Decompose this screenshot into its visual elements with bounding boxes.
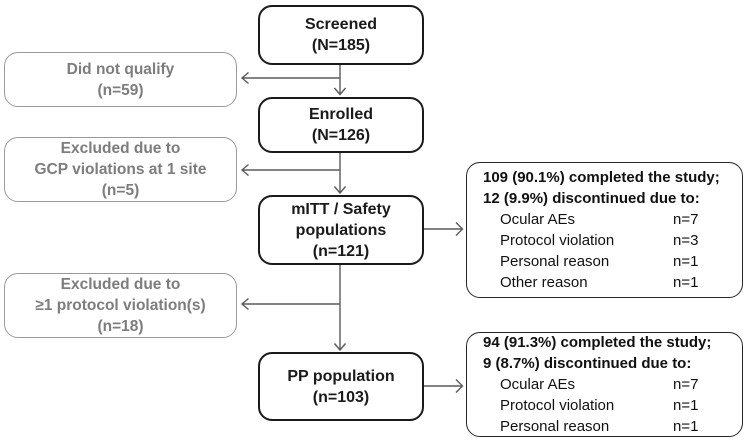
outcome-row: Protocol violation n=3: [483, 230, 742, 251]
outcome-row: Other reason n=1: [483, 272, 742, 293]
box-line: (n=103): [312, 388, 370, 406]
outcome-row-value: n=3: [673, 232, 699, 249]
box-line: (n=59): [97, 81, 144, 99]
outcome-row-value: n=1: [673, 253, 699, 270]
outcome-box-pp: 94 (91.3%) completed the study; 9 (8.7%)…: [466, 332, 743, 437]
outcome-row-value: n=1: [673, 418, 699, 435]
flow-box-mitt-safety: mITT / Safety populations (n=121): [258, 195, 424, 265]
box-line: (N=185): [311, 37, 371, 54]
box-line: (n=121): [312, 242, 370, 260]
arrow-to-did-not-qualify-head: [240, 71, 249, 85]
box-line: (n=5): [101, 182, 140, 199]
arrow-mitt-to-pp-head: [333, 343, 347, 352]
outcome-row: Ocular AEs n=7: [483, 209, 742, 230]
box-line: Did not qualify: [66, 60, 175, 78]
arrow-to-protocol-exclusion-head: [240, 297, 249, 311]
box-line: GCP violations at 1 site: [34, 161, 207, 178]
arrow-screened-to-enrolled-head: [333, 87, 347, 96]
box-line: Excluded due to: [60, 140, 181, 157]
outcome-row: Protocol violation n=1: [483, 395, 742, 416]
outcome-headline: 109 (90.1%) completed the study;: [483, 169, 720, 186]
exclusion-box-did-not-qualify: Did not qualify (n=59): [4, 52, 237, 107]
box-line: Enrolled: [308, 106, 373, 123]
outcome-row-label: Ocular AEs: [500, 376, 576, 393]
outcome-headline: 9 (8.7%) discontinued due to:: [483, 355, 692, 372]
outcome-row: Personal reason n=1: [483, 251, 742, 272]
exclusion-box-protocol-violations: Excluded due to ≥1 protocol violation(s)…: [4, 273, 237, 338]
arrow-pp-to-outcome-head: [455, 379, 464, 393]
outcome-row-label: Protocol violation: [500, 232, 615, 249]
outcome-row-value: n=7: [673, 376, 699, 393]
box-line: mITT / Safety: [291, 200, 391, 218]
flow-box-screened: Screened (N=185): [258, 5, 424, 65]
box-line: (N=126): [311, 127, 371, 144]
outcome-row-value: n=1: [673, 397, 699, 414]
outcome-row: Personal reason n=1: [483, 416, 742, 437]
box-line: ≥1 protocol violation(s): [35, 297, 206, 314]
arrow-mitt-to-outcome-head: [455, 222, 464, 236]
box-line: populations: [295, 221, 387, 239]
arrow-to-gcp-exclusion-head: [240, 163, 249, 177]
outcome-row-label: Personal reason: [500, 418, 610, 435]
outcome-row-value: n=1: [673, 274, 699, 291]
exclusion-box-gcp-violations: Excluded due to GCP violations at 1 site…: [4, 137, 237, 202]
outcome-headline: 94 (91.3%) completed the study;: [483, 334, 712, 351]
outcome-row-value: n=7: [673, 211, 699, 228]
arrow-enrolled-to-mitt-head: [333, 186, 347, 195]
box-line: Excluded due to: [60, 276, 181, 293]
outcome-row-label: Other reason: [500, 274, 588, 291]
outcome-row-label: Personal reason: [500, 253, 610, 270]
flow-box-pp-population: PP population (n=103): [258, 352, 424, 421]
box-line: Screened: [304, 16, 378, 33]
outcome-row: Ocular AEs n=7: [483, 374, 742, 395]
outcome-headline: 12 (9.9%) discontinued due to:: [483, 190, 700, 207]
outcome-box-mitt: 109 (90.1%) completed the study; 12 (9.9…: [466, 162, 743, 298]
box-line: PP population: [287, 367, 395, 385]
flow-box-enrolled: Enrolled (N=126): [258, 97, 424, 153]
outcome-row-label: Protocol violation: [500, 397, 615, 414]
box-line: (n=18): [97, 318, 144, 335]
outcome-row-label: Ocular AEs: [500, 211, 576, 228]
